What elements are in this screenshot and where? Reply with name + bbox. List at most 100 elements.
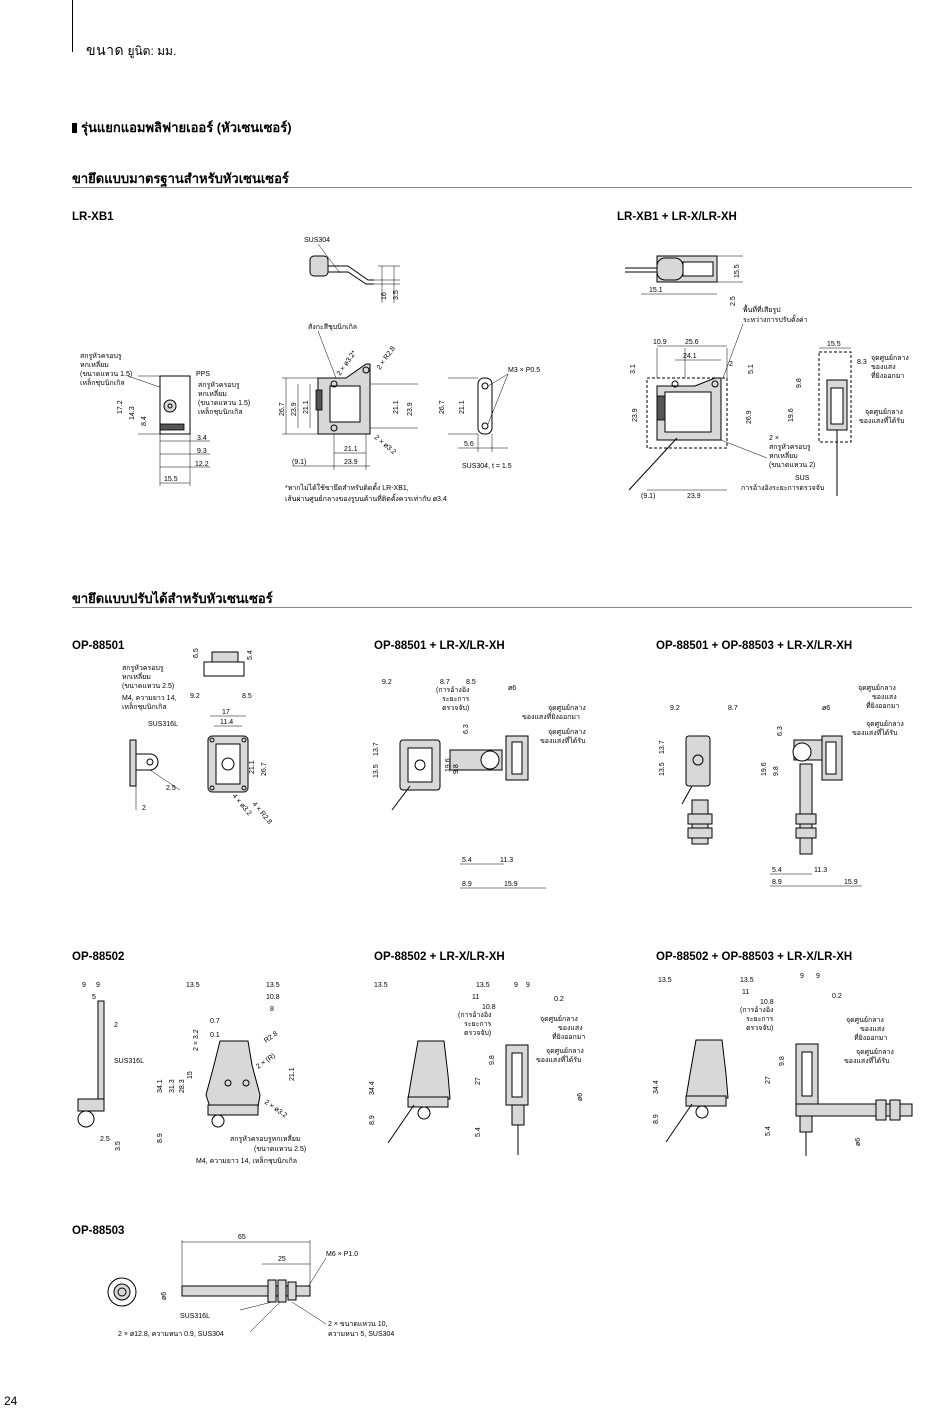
svg-text:2 × (R): 2 × (R) xyxy=(255,1053,277,1071)
combo4-bracket xyxy=(685,1039,729,1099)
svg-text:9.8: 9.8 xyxy=(489,1055,496,1065)
svg-text:28.3: 28.3 xyxy=(179,1079,186,1093)
svg-text:13.5: 13.5 xyxy=(476,982,490,989)
op88501-title: OP-88501 xyxy=(72,640,125,652)
combo2-body xyxy=(685,735,711,787)
svg-text:ø6: ø6 xyxy=(822,705,830,712)
lrxb1-pps-label: PPS xyxy=(196,371,210,378)
svg-text:11.4: 11.4 xyxy=(220,719,233,726)
svg-text:8.9: 8.9 xyxy=(157,1133,164,1143)
svg-text:13.5: 13.5 xyxy=(186,982,200,989)
svg-text:5.4: 5.4 xyxy=(772,867,782,874)
svg-text:2 × ø3.2: 2 × ø3.2 xyxy=(373,434,397,456)
section-title: รุ่นแยกแอมพลิฟายเออร์ (หัวเซนเซอร์) xyxy=(72,117,292,138)
lrxb1-note-1: *หากไม่ได้ใช้ขายึดสำหรับติดตั้ง LR-XB1, xyxy=(285,481,409,492)
svg-text:23.9: 23.9 xyxy=(632,408,639,422)
svg-text:14.3: 14.3 xyxy=(129,406,136,420)
svg-text:2.5: 2.5 xyxy=(166,785,176,792)
svg-text:21.1: 21.1 xyxy=(393,400,400,414)
svg-text:จุดศูนย์กลาง: จุดศูนย์กลาง xyxy=(546,1047,584,1055)
svg-text:26.7: 26.7 xyxy=(279,402,286,416)
svg-text:15.5: 15.5 xyxy=(164,476,178,483)
svg-text:25.6: 25.6 xyxy=(685,339,699,346)
svg-text:(การอ้างอิง: (การอ้างอิง xyxy=(436,686,469,694)
op88501-combo-drawing: 9.2 8.7 8.5 ø6 (การอ้างอิง ระยะการ ตรวจจ… xyxy=(373,679,586,889)
svg-text:ตรวจจับ): ตรวจจับ) xyxy=(464,1029,491,1037)
svg-text:ความหนา 5, SUS304: ความหนา 5, SUS304 xyxy=(328,1331,394,1338)
page-number: 24 xyxy=(4,1394,18,1408)
svg-text:9: 9 xyxy=(82,982,86,989)
svg-text:9.8: 9.8 xyxy=(779,1056,786,1066)
lrxb1-title: LR-XB1 xyxy=(72,211,114,223)
svg-text:9.8: 9.8 xyxy=(773,766,780,776)
op88502-title: OP-88502 xyxy=(72,951,125,963)
svg-text:ของแสง: ของแสง xyxy=(558,1025,583,1032)
svg-text:M4, ความยาว 14,: M4, ความยาว 14, xyxy=(122,695,176,702)
op88501-combo-title: OP-88501 + LR-X/LR-XH xyxy=(374,640,505,652)
op88503-shaft xyxy=(181,1285,311,1297)
svg-text:13.5: 13.5 xyxy=(740,977,754,984)
svg-text:6.5: 6.5 xyxy=(193,648,200,658)
svg-text:15.9: 15.9 xyxy=(844,879,858,886)
svg-text:24.1: 24.1 xyxy=(683,353,697,360)
svg-text:หกเหลี่ยม: หกเหลี่ยม xyxy=(769,451,798,460)
svg-text:10.8: 10.8 xyxy=(760,999,774,1006)
svg-text:8.4: 8.4 xyxy=(141,416,148,426)
svg-text:M3 × P0.5: M3 × P0.5 xyxy=(508,367,540,374)
svg-text:ø6: ø6 xyxy=(508,685,516,692)
svg-text:พื้นที่ที่เสียรูป: พื้นที่ที่เสียรูป xyxy=(743,303,781,314)
svg-text:หกเหลี่ยม: หกเหลี่ยม xyxy=(80,360,109,369)
svg-text:5.4: 5.4 xyxy=(462,857,472,864)
svg-text:9.8: 9.8 xyxy=(453,764,460,774)
svg-text:21.1: 21.1 xyxy=(303,400,310,414)
lrxb1-drawing: SUS304 16 3.5 สังกะสีชุบนิกเกิล สกรูหัวค… xyxy=(80,237,540,503)
svg-text:ที่ยิงออกมา: ที่ยิงออกมา xyxy=(871,371,904,380)
svg-text:จุดศูนย์กลาง: จุดศูนย์กลาง xyxy=(856,1048,894,1056)
svg-text:9.2: 9.2 xyxy=(190,693,200,700)
svg-text:ของแสง: ของแสง xyxy=(871,364,896,371)
svg-text:5.6: 5.6 xyxy=(464,441,474,448)
svg-text:หกเหลี่ยม: หกเหลี่ยม xyxy=(122,672,151,681)
svg-text:9: 9 xyxy=(526,982,530,989)
svg-text:2 × ขนาดแหวน 10,: 2 × ขนาดแหวน 10, xyxy=(328,1321,387,1328)
svg-text:8.7: 8.7 xyxy=(728,705,738,712)
svg-text:(การอ้างอิง: (การอ้างอิง xyxy=(740,1006,773,1014)
svg-text:5.4: 5.4 xyxy=(475,1127,482,1137)
svg-text:ระหว่างการปรับตั้งค่า: ระหว่างการปรับตั้งค่า xyxy=(743,313,808,324)
svg-text:13.7: 13.7 xyxy=(373,742,380,756)
svg-text:SUS316L: SUS316L xyxy=(148,721,178,728)
svg-text:9: 9 xyxy=(514,982,518,989)
svg-text:23.9: 23.9 xyxy=(344,459,358,466)
lrxb1-plate xyxy=(477,377,493,435)
svg-text:11: 11 xyxy=(472,994,479,1001)
svg-text:34.1: 34.1 xyxy=(157,1079,164,1093)
svg-text:9: 9 xyxy=(96,982,100,989)
svg-text:3.4: 3.4 xyxy=(197,435,207,442)
svg-text:ของแสงที่ยิงออกมา: ของแสงที่ยิงออกมา xyxy=(522,712,580,721)
svg-text:25: 25 xyxy=(278,1256,286,1263)
op88502-front xyxy=(205,1040,261,1108)
svg-text:ตรวจจับ): ตรวจจับ) xyxy=(746,1024,773,1032)
svg-text:17.2: 17.2 xyxy=(117,400,124,414)
svg-text:9: 9 xyxy=(800,973,804,980)
svg-text:21.1: 21.1 xyxy=(249,760,256,774)
svg-text:ø6: ø6 xyxy=(161,1292,168,1300)
size-label: ขนาด xyxy=(86,42,125,58)
svg-text:26.7: 26.7 xyxy=(261,762,268,776)
header-rule xyxy=(72,0,73,52)
svg-text:R2.8: R2.8 xyxy=(263,1030,279,1044)
svg-text:ของแสงที่ได้รับ: ของแสงที่ได้รับ xyxy=(859,416,905,425)
svg-text:4 × ø3.2: 4 × ø3.2 xyxy=(230,793,252,817)
svg-text:(การอ้างอิง: (การอ้างอิง xyxy=(458,1011,491,1019)
svg-text:13.5: 13.5 xyxy=(658,977,672,984)
svg-text:(ขนาดแหวน 2.5): (ขนาดแหวน 2.5) xyxy=(254,1146,306,1153)
op88502-combo-title: OP-88502 + LR-X/LR-XH xyxy=(374,951,505,963)
svg-text:SUS304, t = 1.5: SUS304, t = 1.5 xyxy=(462,463,512,470)
svg-text:2: 2 xyxy=(142,805,146,812)
sensor-head-top xyxy=(309,255,329,277)
svg-text:ระยะการ: ระยะการ xyxy=(746,1016,774,1023)
svg-text:12.2: 12.2 xyxy=(195,461,209,468)
group2-rule xyxy=(72,607,912,608)
svg-text:8.9: 8.9 xyxy=(369,1115,376,1125)
svg-text:17: 17 xyxy=(222,709,230,716)
